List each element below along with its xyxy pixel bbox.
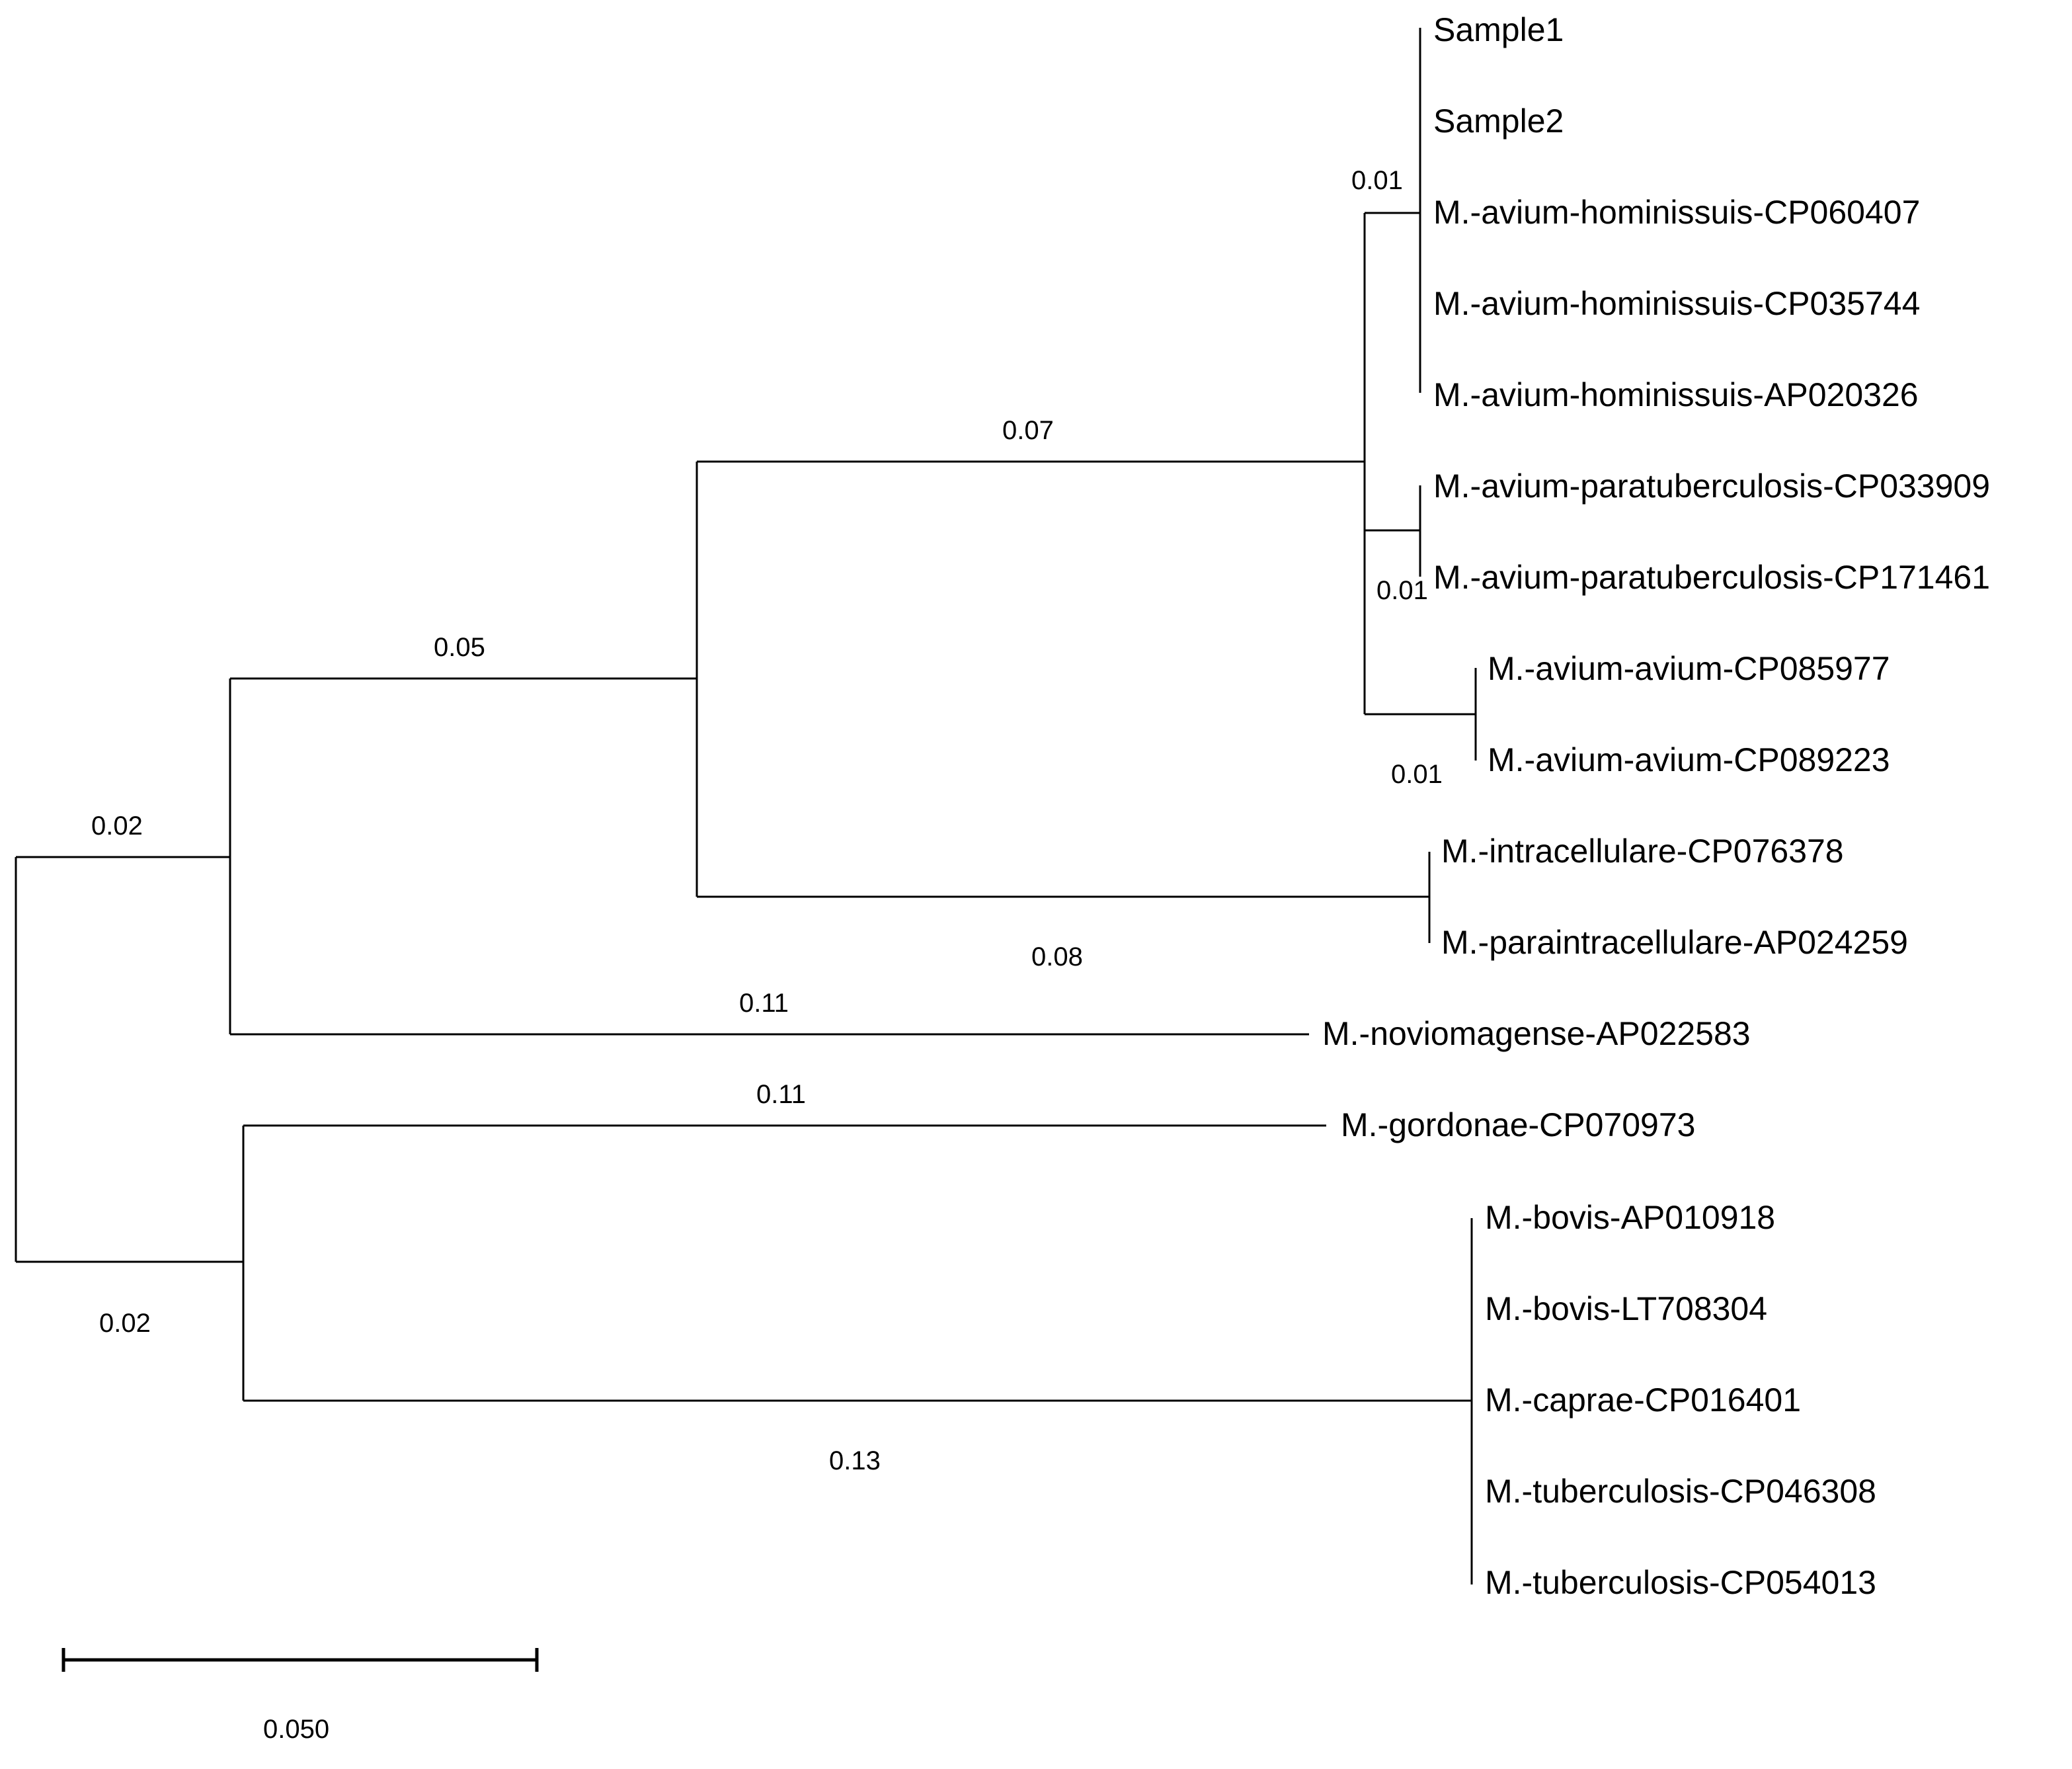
leaf-label: M.-avium-avium-CP089223 (1488, 741, 1890, 778)
leaf-label: M.-bovis-AP010918 (1485, 1199, 1775, 1236)
leaf-label: M.-gordonae-CP070973 (1341, 1106, 1695, 1143)
leaf-label: M.-avium-paratuberculosis-CP171461 (1433, 559, 1990, 596)
leaf-label: M.-avium-hominissuis-CP035744 (1433, 285, 1920, 322)
branch-length-label: 0.11 (739, 989, 789, 1018)
leaf-label: Sample2 (1433, 103, 1564, 140)
leaf-label: M.-caprae-CP016401 (1485, 1381, 1801, 1419)
leaf-label: M.-bovis-LT708304 (1485, 1290, 1767, 1327)
leaf-label: M.-noviomagense-AP022583 (1322, 1015, 1751, 1052)
branch-length-label: 0.01 (1376, 576, 1428, 605)
leaf-label: M.-avium-hominissuis-CP060407 (1433, 194, 1920, 231)
branch-length-label: 0.01 (1391, 760, 1443, 789)
branch-length-label: 0.11 (756, 1080, 806, 1109)
leaf-label: M.-tuberculosis-CP054013 (1485, 1564, 1876, 1601)
branch-length-label: 0.08 (1031, 942, 1083, 971)
branch-length-label: 0.13 (829, 1446, 881, 1475)
leaf-label: M.-tuberculosis-CP046308 (1485, 1473, 1876, 1510)
leaf-label: M.-avium-hominissuis-AP020326 (1433, 376, 1919, 413)
tree-edges (15, 28, 1477, 1584)
leaf-labels: Sample1 Sample2 M.-avium-hominissuis-CP0… (1322, 11, 1990, 1601)
branch-length-label: 0.07 (1002, 416, 1054, 445)
leaf-label: M.-paraintracellulare-AP024259 (1441, 924, 1908, 961)
leaf-label: Sample1 (1433, 11, 1564, 48)
branch-length-label: 0.05 (434, 633, 485, 662)
scale-bar-label: 0.050 (263, 1715, 329, 1744)
branch-length-label: 0.01 (1351, 166, 1403, 195)
branch-length-label: 0.02 (91, 811, 143, 841)
leaf-label: M.-avium-paratuberculosis-CP033909 (1433, 468, 1990, 505)
leaf-label: M.-avium-avium-CP085977 (1488, 650, 1890, 687)
leaf-label: M.-intracellulare-CP076378 (1441, 833, 1844, 870)
branch-length-label: 0.02 (99, 1309, 151, 1338)
scale-bar: 0.050 (61, 1648, 539, 1744)
branch-length-labels: 0.02 0.02 0.05 0.07 0.01 0.01 0.01 0.08 … (91, 166, 1443, 1475)
